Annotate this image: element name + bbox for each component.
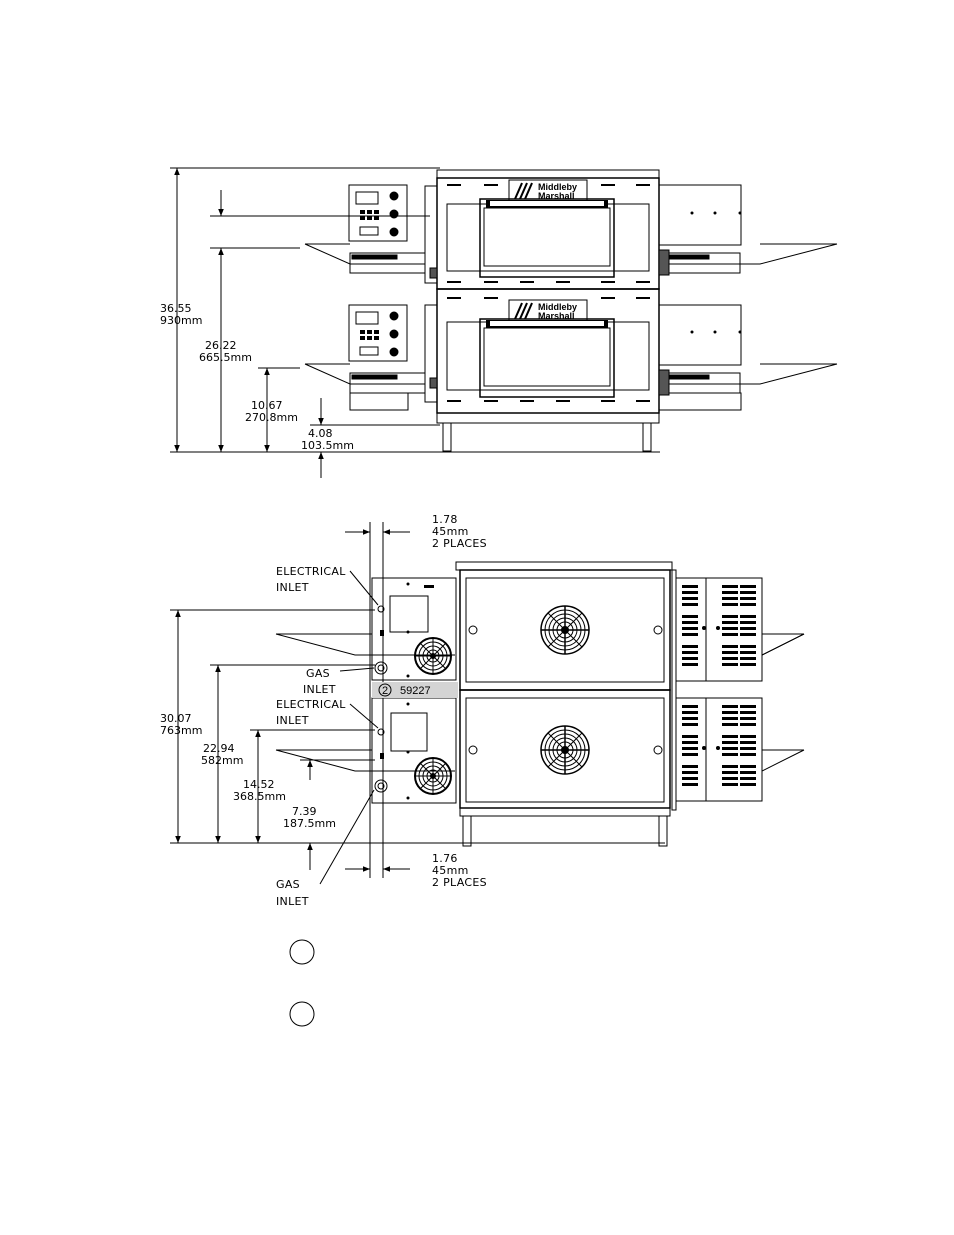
label-gas-inlet-2: INLET xyxy=(276,895,309,908)
dim-leg-mm: 103.5mm xyxy=(301,439,354,452)
label-inlet-1: INLET xyxy=(276,581,309,594)
label-electrical-1: ELECTRICAL xyxy=(276,565,346,578)
rear-dim-d3-mm: 368.5mm xyxy=(233,790,286,803)
top-offset-note: 2 PLACES xyxy=(432,537,487,550)
label-electrical-2: ELECTRICAL xyxy=(276,698,346,711)
brand-text-upper-2: Marshall xyxy=(538,191,575,201)
dim-conveyor-mm: 665.5mm xyxy=(199,351,252,364)
label-inlet-2: INLET xyxy=(276,714,309,727)
lower-cooling-fan-icon xyxy=(415,758,451,794)
reference-circle-2 xyxy=(290,1002,314,1026)
label-gas-inlet-1: INLET xyxy=(303,683,336,696)
dim-lower-conveyor-mm: 270.8mm xyxy=(245,411,298,424)
front-view xyxy=(170,168,837,478)
upper-cooling-fan-icon xyxy=(415,638,451,674)
rear-view xyxy=(170,522,804,884)
label-gas-2: GAS xyxy=(276,878,300,891)
rear-dim-overall-mm: 763mm xyxy=(160,724,202,737)
part-tag-number: 2 xyxy=(382,685,388,697)
reference-circle-1 xyxy=(290,940,314,964)
label-gas-1: GAS xyxy=(306,667,330,680)
rear-dim-d2-mm: 582mm xyxy=(201,754,243,767)
part-tag-code: 59227 xyxy=(400,685,431,697)
bottom-offset-note: 2 PLACES xyxy=(432,876,487,889)
rear-dim-d4-mm: 187.5mm xyxy=(283,817,336,830)
upper-convection-fan-icon xyxy=(541,606,589,654)
lower-convection-fan-icon xyxy=(541,726,589,774)
brand-text-lower-2: Marshall xyxy=(538,311,575,321)
rear-louvres xyxy=(682,585,756,786)
dim-overall-mm: 930mm xyxy=(160,314,202,327)
